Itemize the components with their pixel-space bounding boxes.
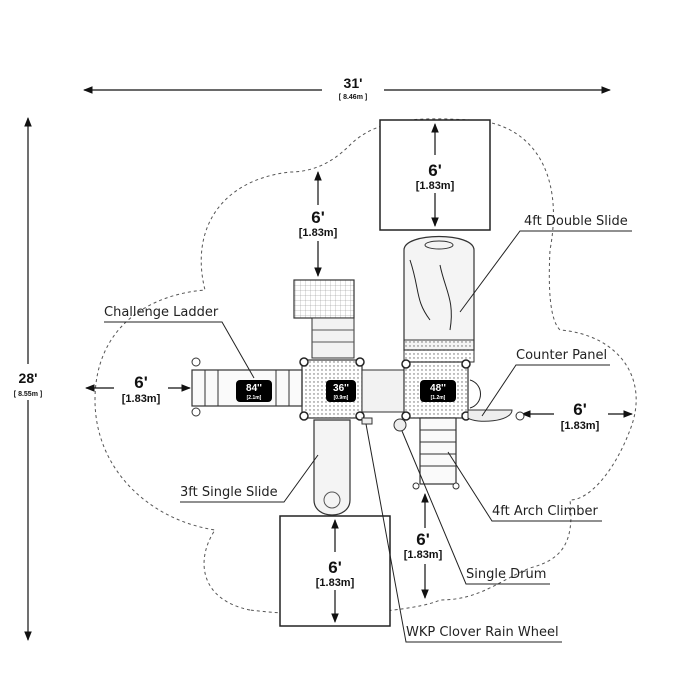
bottom-box-m: [1.83m] (316, 577, 355, 589)
safety-zone-outline (94, 118, 637, 615)
width-ft-label: 31' (344, 75, 363, 91)
deck-label-48: 48'' [1.2m] (420, 380, 456, 402)
label-arch-climber: 4ft Arch Climber (492, 504, 599, 519)
deck-48-metric: [1.2m] (431, 395, 446, 401)
left-clearance-m: [1.83m] (122, 393, 161, 405)
single-drum-shape (393, 418, 407, 432)
double-slide (403, 236, 475, 363)
single-slide (313, 419, 351, 516)
label-challenge-ladder: Challenge Ladder (104, 305, 219, 320)
label-rain-wheel: WKP Clover Rain Wheel (406, 625, 559, 640)
width-m-label: [ 8.46m ] (339, 94, 367, 101)
depth-m-label: [ 8.55m ] (14, 391, 42, 398)
deck-36-height: 36'' (333, 383, 349, 394)
lower-clearance-m: [1.83m] (404, 549, 443, 561)
lower-clearance-ft: 6' (416, 530, 430, 549)
deck-label-36: 36'' [0.9m] (326, 380, 356, 402)
upper-clearance-ft: 6' (311, 208, 325, 227)
label-counter-panel: Counter Panel (516, 348, 607, 363)
counter-panel-shape (467, 379, 525, 422)
deck-84-metric: [2.1m] (247, 395, 262, 401)
deck-84-height: 84'' (246, 383, 262, 394)
top-box-ft: 6' (428, 161, 442, 180)
left-clearance-ft: 6' (134, 373, 148, 392)
label-double-slide: 4ft Double Slide (524, 214, 628, 229)
depth-ft-label: 28' (19, 370, 38, 386)
bottom-box-ft: 6' (328, 558, 342, 577)
upper-panel-block (293, 279, 355, 359)
top-box-m: [1.83m] (416, 180, 455, 192)
deck-48-height: 48'' (430, 383, 446, 394)
rain-wheel-shape (361, 417, 373, 425)
label-single-slide: 3ft Single Slide (180, 485, 278, 500)
label-single-drum: Single Drum (466, 567, 546, 582)
bridge-panel (361, 369, 405, 413)
deck-36-metric: [0.9m] (334, 395, 349, 401)
upper-clearance-m: [1.83m] (299, 227, 338, 239)
deck-label-84: 84'' [2.1m] (236, 380, 272, 402)
right-clearance-m: [1.83m] (561, 420, 600, 432)
arch-climber (412, 417, 460, 490)
deck-posts (299, 357, 471, 421)
right-clearance-ft: 6' (573, 400, 587, 419)
